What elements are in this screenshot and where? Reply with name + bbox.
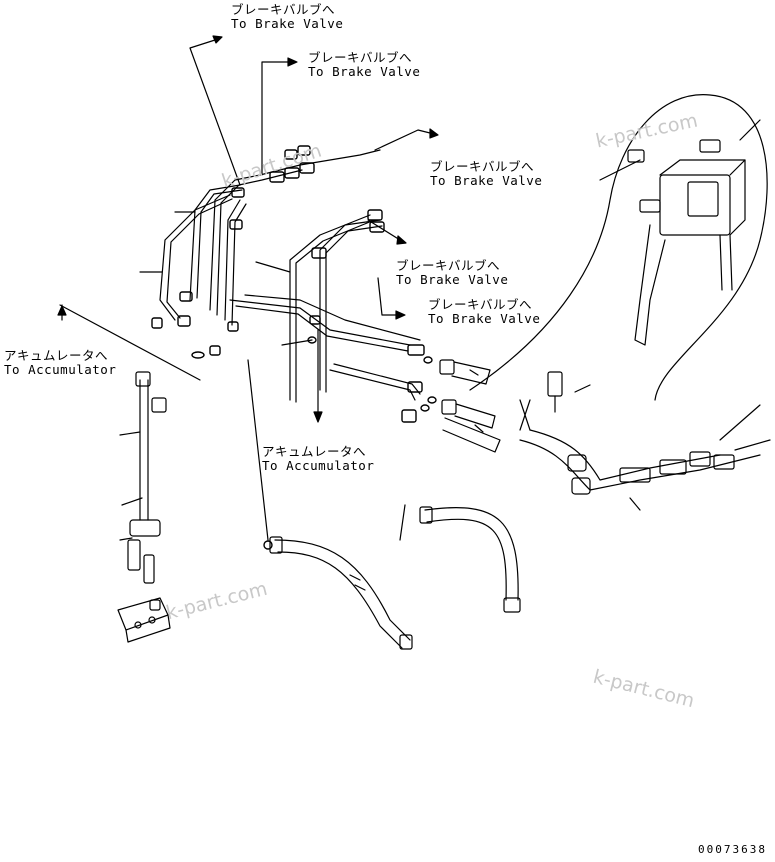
document-number: 00073638 <box>698 843 767 856</box>
brake-valve-label-5-en: To Brake Valve <box>428 311 541 326</box>
brake-valve-label-2-jp: ブレーキバルブへ <box>308 50 413 65</box>
accumulator-label-center-jp: アキュムレータへ <box>262 444 367 459</box>
brake-valve-label-4: ブレーキバルブへ To Brake Valve <box>396 259 508 287</box>
accumulator-label-left-jp: アキュムレータへ <box>4 348 109 363</box>
brake-valve-label-2-en: To Brake Valve <box>308 64 421 79</box>
brake-valve-label-1-en: To Brake Valve <box>231 16 344 31</box>
right-hose-clamp-assembly <box>519 371 771 511</box>
brake-valve-label-3: ブレーキバルブへ To Brake Valve <box>430 160 542 188</box>
callout-ticks <box>139 211 531 541</box>
accumulator-hose-chain <box>117 371 171 643</box>
inset-brake-valve <box>599 119 761 346</box>
brake-valve-label-5: ブレーキバルブへ To Brake Valve <box>428 298 540 326</box>
brake-valve-label-3-en: To Brake Valve <box>430 173 543 188</box>
brake-valve-label-1-jp: ブレーキバルブへ <box>231 2 336 17</box>
brake-valve-label-4-en: To Brake Valve <box>396 272 509 287</box>
steel-tube-bundle <box>159 149 421 403</box>
accumulator-label-center: アキュムレータへ To Accumulator <box>262 445 374 473</box>
accumulator-label-left: アキュムレータへ To Accumulator <box>4 349 116 377</box>
fittings <box>151 145 437 550</box>
hose-assemblies <box>269 359 521 650</box>
brake-valve-label-5-jp: ブレーキバルブへ <box>428 297 533 312</box>
brake-valve-label-1: ブレーキバルブへ To Brake Valve <box>231 3 343 31</box>
brake-valve-label-2: ブレーキバルブへ To Brake Valve <box>308 51 420 79</box>
inset-view-outline <box>469 94 768 401</box>
brake-valve-label-3-jp: ブレーキバルブへ <box>430 159 535 174</box>
brake-valve-label-4-jp: ブレーキバルブへ <box>396 258 501 273</box>
accumulator-label-left-en: To Accumulator <box>4 362 117 377</box>
accumulator-label-center-en: To Accumulator <box>262 458 375 473</box>
